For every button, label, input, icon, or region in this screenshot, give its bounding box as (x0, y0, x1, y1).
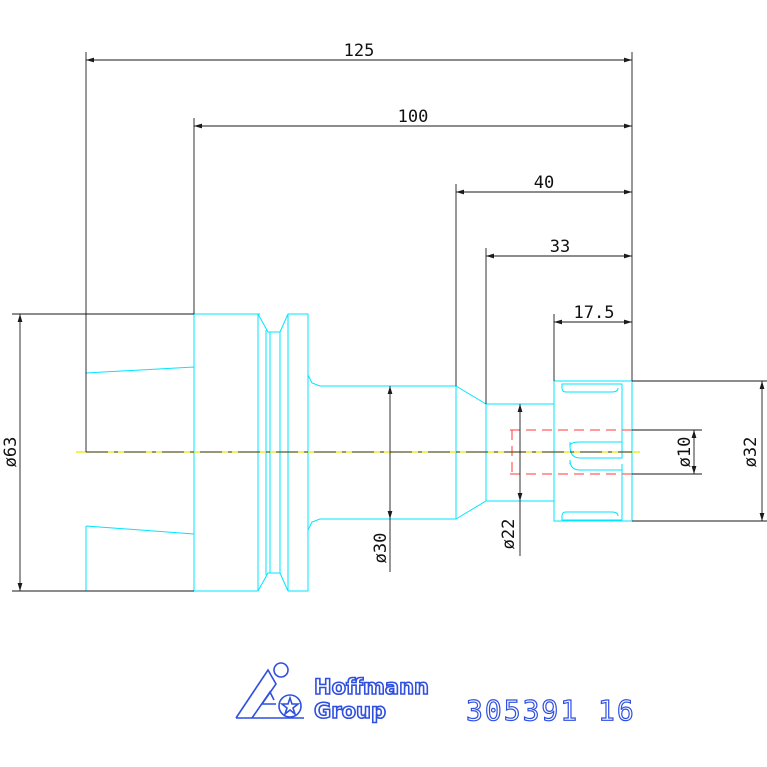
collet-nut (553, 380, 633, 522)
v-groove-bottom (257, 572, 289, 592)
dim-40: 40 (455, 173, 632, 386)
dim-diameter-10: ø10 (632, 429, 702, 475)
cone-top (455, 385, 554, 405)
dim-125-label: 125 (344, 41, 375, 61)
logo-mark (235, 662, 304, 719)
dim-diameter-22-label: ø22 (499, 519, 519, 550)
taper-lower-edge (85, 525, 195, 535)
logo-text-line2: Group (314, 699, 386, 723)
dim-diameter-32-label: ø32 (741, 437, 761, 468)
dim-33: 33 (485, 237, 632, 404)
dim-diameter-30: ø30 (371, 386, 393, 572)
cone-bottom (455, 500, 554, 520)
dim-17-5: 17.5 (553, 303, 632, 381)
v-groove-top (257, 313, 289, 333)
taper-top-edge (85, 366, 195, 592)
part-number: 305391 16 (466, 694, 636, 727)
dim-diameter-30-label: ø30 (371, 533, 391, 564)
dim-diameter-63: ø63 (1, 313, 194, 592)
shoulder-top (288, 313, 390, 387)
dim-diameter-32: ø32 (632, 380, 767, 522)
dim-33-label: 33 (550, 237, 570, 257)
collet-slots (561, 383, 623, 521)
hoffmann-logo: Hoffmann Group (235, 662, 430, 724)
dim-100: 100 (193, 107, 632, 314)
dim-diameter-22: ø22 (499, 404, 523, 556)
dim-125: 125 (85, 41, 633, 452)
dim-40-label: 40 (534, 173, 554, 193)
part-outline (85, 313, 633, 592)
dim-diameter-63-label: ø63 (1, 437, 21, 468)
dim-diameter-10-label: ø10 (675, 437, 695, 468)
dim-17-5-label: 17.5 (574, 303, 615, 323)
shoulder-bottom (288, 518, 390, 592)
dim-100-label: 100 (398, 107, 429, 127)
logo-text-line1: Hoffmann (314, 675, 429, 699)
